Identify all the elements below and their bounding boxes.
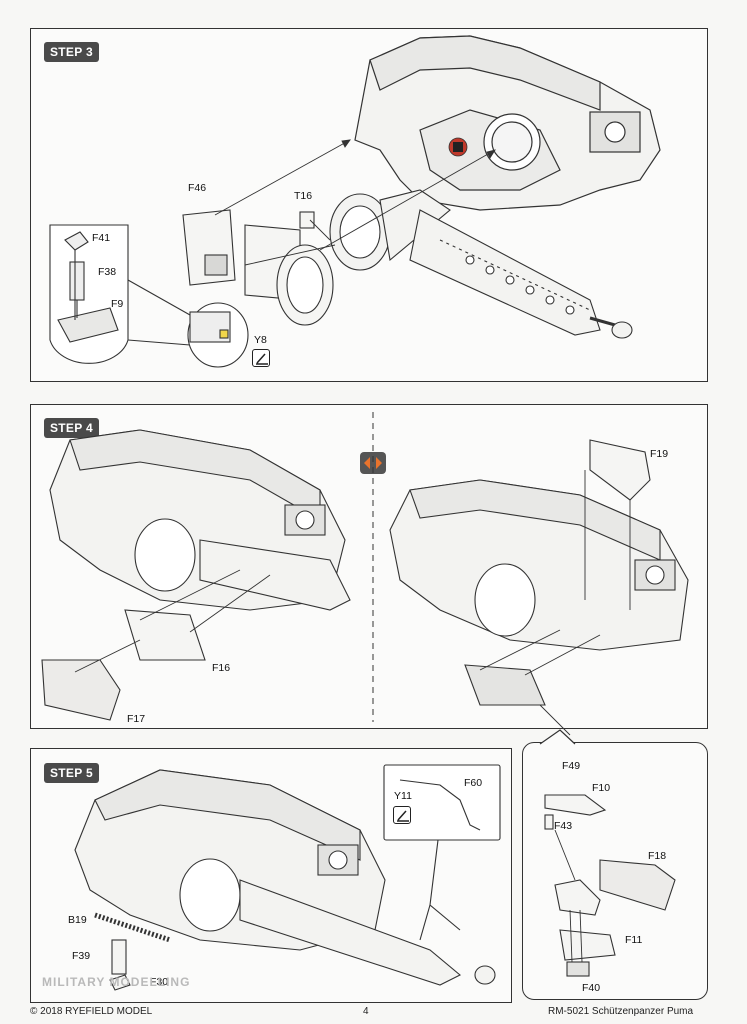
label-f38: F38 <box>98 266 117 278</box>
label-f18: F18 <box>648 850 667 862</box>
label-f43: F43 <box>554 820 573 832</box>
decal-symbol-icon <box>252 349 270 367</box>
label-f41: F41 <box>92 232 111 244</box>
step4-badge: STEP 4 <box>44 418 99 438</box>
label-f60: F60 <box>464 777 483 789</box>
label-f16: F16 <box>212 662 231 674</box>
label-f11: F11 <box>625 934 643 946</box>
label-f40: F40 <box>582 982 601 994</box>
footer-copyright: © 2018 RYEFIELD MODEL <box>30 1006 153 1017</box>
label-f10: F10 <box>592 782 611 794</box>
label-y8: Y8 <box>254 334 267 346</box>
label-b19: B19 <box>68 914 87 926</box>
label-f39: F39 <box>72 950 91 962</box>
alternative-swap-icon <box>360 452 386 474</box>
watermark-text: MILITARY MODELLING <box>42 975 191 989</box>
footer-product: RM-5021 Schützenpanzer Puma <box>548 1006 694 1017</box>
label-f19: F19 <box>650 448 669 460</box>
footer-page-number: 4 <box>363 1006 369 1017</box>
step5-badge: STEP 5 <box>44 763 99 783</box>
step3-badge: STEP 3 <box>44 42 99 62</box>
label-f30: F30 <box>150 976 169 988</box>
label-f17: F17 <box>127 713 146 725</box>
label-f9: F9 <box>111 298 124 310</box>
label-y11: Y11 <box>394 790 412 802</box>
label-f49: F49 <box>562 760 581 772</box>
decal-symbol-icon <box>393 806 411 824</box>
label-f46: F46 <box>188 182 207 194</box>
label-t16: T16 <box>294 190 313 202</box>
